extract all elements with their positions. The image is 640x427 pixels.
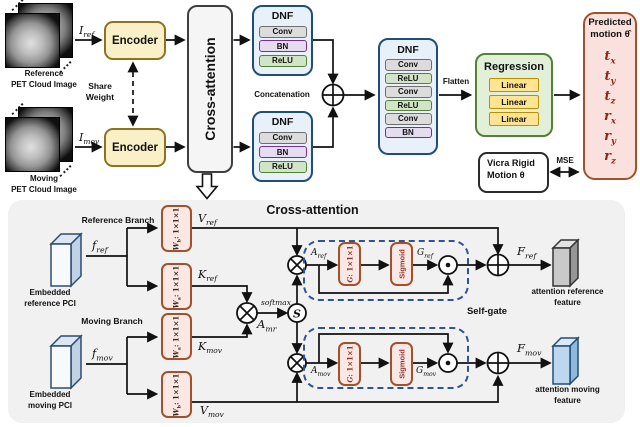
hollow-down-arrow-icon xyxy=(195,173,219,200)
embedded-moving-caption: Embedded moving PCI xyxy=(27,390,72,410)
v-mov-label: Vmov xyxy=(200,404,224,420)
self-gate-box-mov xyxy=(303,327,469,389)
i-mov-label: Imov xyxy=(79,131,100,147)
a-mr-label: Amr xyxy=(257,317,277,334)
bn-layer: BN xyxy=(384,126,432,138)
g-conv-box-ref: G: 1×1×1 xyxy=(338,242,361,286)
bn-layer: BN xyxy=(258,146,307,158)
g-ref-label: Gref xyxy=(417,248,434,260)
moving-pet-image xyxy=(2,102,90,200)
dnf-title: DNF xyxy=(271,10,294,22)
f-mov-out-label: Fmov xyxy=(517,341,542,358)
k-ref-label: Kref xyxy=(198,268,217,284)
k-mov-label: Kmov xyxy=(198,340,223,356)
concatenation-label: Concatenation xyxy=(254,90,310,99)
regression-box: Regression Linear Linear Linear xyxy=(475,53,553,137)
predicted-value-rz: rz xyxy=(604,149,616,167)
f-ref-out-label: Fref xyxy=(517,244,537,261)
i-ref-label: Iref xyxy=(79,24,95,40)
linear-layer: Linear xyxy=(489,95,539,109)
arrow-lines xyxy=(75,34,581,403)
dot-glyph xyxy=(445,262,451,268)
share-weight-label: Share Weight xyxy=(85,81,115,102)
mse-label: MSE xyxy=(556,156,574,165)
embedded-reference-caption: Embedded reference PCI xyxy=(24,288,76,308)
v-ref-label: Vref xyxy=(198,212,217,228)
sigmoid-box-ref: Sigmoid xyxy=(390,242,413,286)
reference-pet-image xyxy=(2,0,90,96)
dot-glyph xyxy=(445,360,451,366)
moving-image-caption: Moving PET Cloud Image xyxy=(11,174,77,194)
conv-layer: Conv xyxy=(384,86,432,98)
a-ref-label: Aref xyxy=(311,248,327,260)
pet-frame-front xyxy=(5,13,60,68)
f-mov-label: fmov xyxy=(92,346,113,363)
wa-conv-box-ref: Wa: 1×1×1 xyxy=(161,263,192,310)
softmax-label: softmax xyxy=(261,298,291,307)
vicra-motion-label: Vicra Rigid Motion θ xyxy=(487,158,535,180)
a-mov-label: Amov xyxy=(311,366,331,378)
linear-layer: Linear xyxy=(489,112,539,126)
softmax-s-label: S xyxy=(293,308,301,321)
attention-moving-caption: attention moving feature xyxy=(535,385,600,405)
conv-layer: Conv xyxy=(258,131,307,144)
regression-title: Regression xyxy=(484,61,544,73)
sigmoid-box-mov: Sigmoid xyxy=(390,342,413,386)
predicted-value-tz: tz xyxy=(604,89,616,107)
attention-reference-caption: attention reference feature xyxy=(531,287,604,307)
predicted-value-rx: rx xyxy=(604,109,616,127)
flatten-label: Flatten xyxy=(442,77,470,86)
cross-attention-box: Cross-attention xyxy=(187,5,233,173)
predicted-motion-box xyxy=(583,12,637,180)
relu-layer: ReLU xyxy=(258,160,307,173)
dnf-block-top: DNF Conv BN ReLU xyxy=(252,5,313,76)
wb-conv-box-ref: Wb: 1×1×1 xyxy=(161,205,192,252)
predicted-value-tx: tx xyxy=(604,49,616,67)
wa-conv-box-mov: Wa: 1×1×1 xyxy=(161,313,192,360)
wb-conv-box-mov: Wb: 1×1×1 xyxy=(161,371,192,418)
dnf-title: DNF xyxy=(397,44,419,56)
moving-branch-label: Moving Branch xyxy=(81,316,143,326)
operator-glyphs xyxy=(239,84,509,374)
panel-title: Cross-attention xyxy=(266,203,359,217)
dnf-title: DNF xyxy=(271,116,294,128)
self-gate-label: Self-gate xyxy=(466,306,508,317)
bn-layer: BN xyxy=(258,40,307,52)
reference-image-caption: Reference PET Cloud Image xyxy=(11,69,77,89)
embedded-reference-prism xyxy=(48,230,90,297)
conv-layer: Conv xyxy=(384,59,432,71)
f-ref-label: fref xyxy=(92,238,108,255)
relu-layer: ReLU xyxy=(258,54,307,67)
g-mov-label: Gmov xyxy=(416,366,437,378)
g-conv-box-mov: G: 1×1×1 xyxy=(338,342,361,386)
reference-branch-label: Reference Branch xyxy=(81,215,155,225)
predicted-value-ry: ry xyxy=(604,129,616,147)
conv-layer: Conv xyxy=(258,25,307,38)
predicted-value-ty: ty xyxy=(604,69,616,87)
dnf-block-bottom: DNF Conv BN ReLU xyxy=(252,111,313,182)
softmax-icon xyxy=(287,303,307,323)
vicra-motion-box xyxy=(478,152,549,193)
self-gate-box-ref xyxy=(303,240,469,301)
conv-layer: Conv xyxy=(384,113,432,125)
linear-layer: Linear xyxy=(489,78,539,92)
relu-layer: ReLU xyxy=(384,99,432,111)
encoder-bottom-box: Encoder xyxy=(104,128,166,167)
attention-moving-prism xyxy=(550,334,586,395)
relu-layer: ReLU xyxy=(384,72,432,84)
attention-reference-prism xyxy=(550,236,586,297)
embedded-moving-prism xyxy=(48,332,90,399)
dnf-block-merged: DNF Conv ReLU Conv ReLU Conv BN xyxy=(378,38,438,155)
encoder-top-box: Encoder xyxy=(104,21,166,60)
plain-lines xyxy=(86,228,128,394)
pet-frame-front xyxy=(5,117,60,172)
predicted-motion-title: Predicted motion θ̂ xyxy=(588,17,632,40)
